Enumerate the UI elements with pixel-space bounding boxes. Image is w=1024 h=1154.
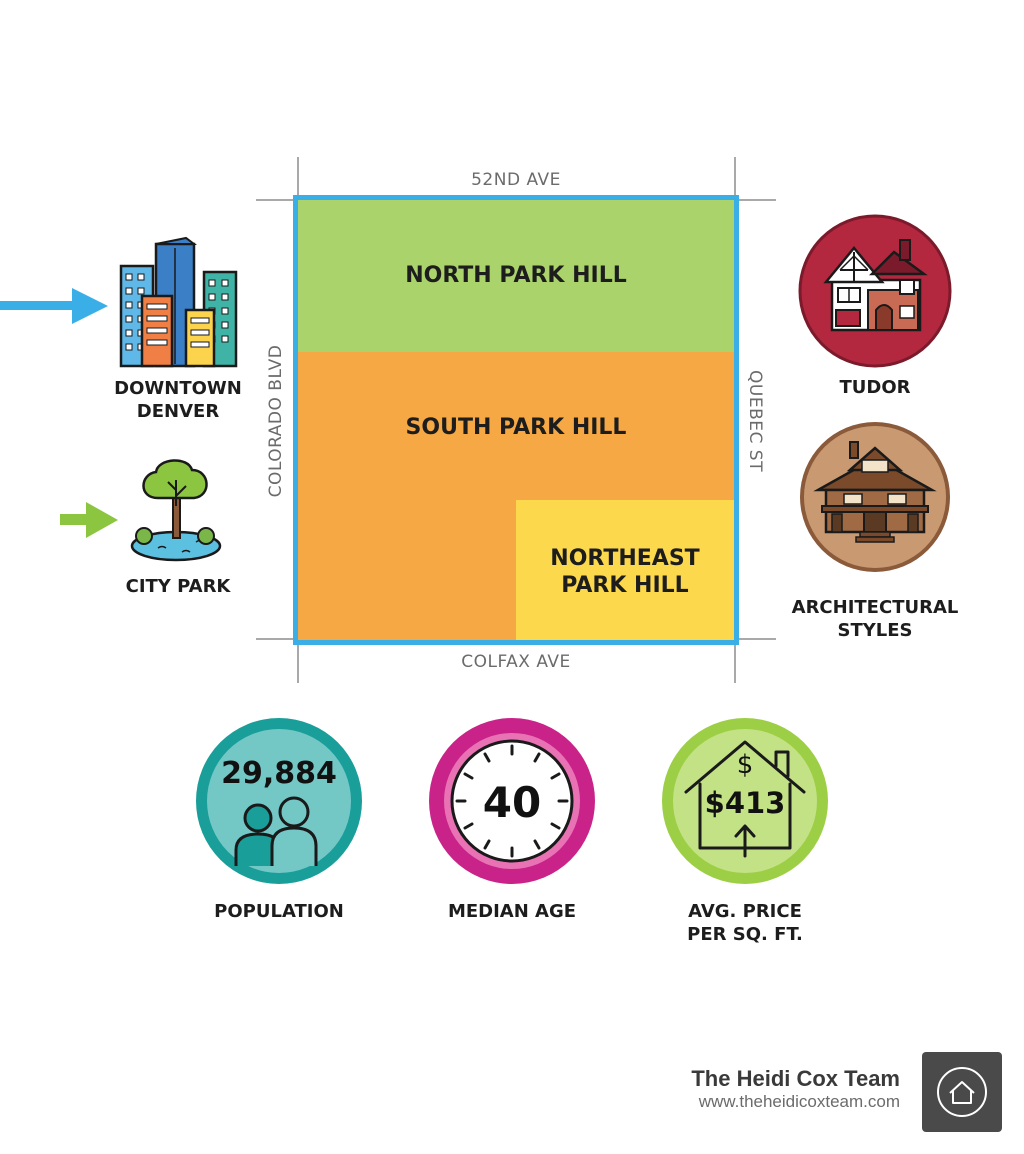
- price-label-2: PER SQ. FT.: [687, 924, 803, 945]
- street-label-east: QUEBEC ST: [745, 370, 765, 472]
- landmark-label-downtown-1: DOWNTOWN: [114, 378, 242, 399]
- people-icon: [234, 796, 318, 866]
- population-badge: [196, 718, 362, 884]
- landmark-label-city-park: CITY PARK: [125, 576, 231, 597]
- street-label-west: COLORADO BLVD: [266, 344, 286, 498]
- neighborhood-map: [293, 195, 739, 645]
- region-label-north: NORTH PARK HILL: [405, 263, 627, 288]
- price-house-icon: [662, 718, 828, 884]
- median-age-value: 40: [482, 778, 542, 827]
- median-age-label: MEDIAN AGE: [447, 901, 577, 922]
- street-label-north: 52ND AVE: [471, 170, 561, 190]
- style-label-tudor: TUDOR: [839, 377, 911, 398]
- price-value: $413: [704, 786, 786, 820]
- arrow-blue-icon: [0, 288, 108, 324]
- price-label-1: AVG. PRICE: [688, 901, 802, 922]
- street-label-south: COLFAX AVE: [461, 652, 571, 672]
- style-label-architectural-1: ARCHITECTURAL: [791, 597, 959, 618]
- brand-name: The Heidi Cox Team: [691, 1066, 900, 1091]
- region-northeast-park-hill: [516, 500, 734, 640]
- brand-logo: [922, 1052, 1002, 1132]
- region-label-south: SOUTH PARK HILL: [405, 415, 627, 440]
- brand-url[interactable]: www.theheidicoxteam.com: [698, 1092, 900, 1111]
- city-park-tree-icon: [130, 459, 222, 562]
- region-north-park-hill: [298, 200, 734, 352]
- tudor-house-icon: [798, 214, 952, 368]
- city-skyline-icon: [119, 236, 238, 368]
- region-label-northeast-1: NORTHEAST: [550, 546, 700, 571]
- home-icon: [937, 1067, 987, 1117]
- median-age-clock-icon: [429, 718, 595, 884]
- craftsman-house-icon: [800, 422, 950, 572]
- price-dollar-symbol: $: [736, 750, 754, 780]
- region-label-northeast-2: PARK HILL: [561, 573, 689, 598]
- population-value: 29,884: [221, 756, 337, 791]
- landmark-label-downtown-2: DENVER: [136, 401, 220, 422]
- population-label: POPULATION: [214, 901, 344, 922]
- style-label-architectural-2: STYLES: [837, 620, 913, 641]
- arrow-green-icon: [60, 502, 118, 538]
